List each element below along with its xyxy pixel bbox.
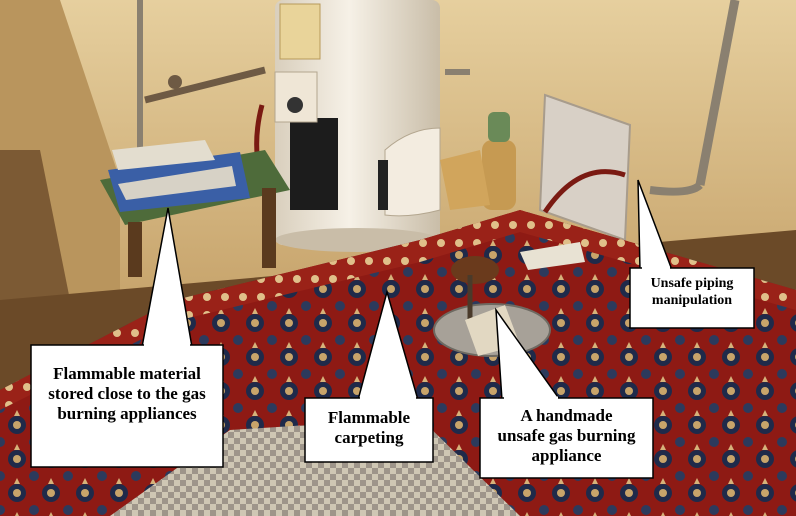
bag-stack [112,140,215,170]
paper-on-carpet [520,242,585,270]
thermostat-box [274,71,318,123]
burner-slot [378,160,388,210]
annotation-flammable-carpeting: Flammable carpeting [327,408,411,448]
wall-cover [538,93,632,242]
heater-label-sticker [279,3,321,60]
pipe-elbow [649,181,703,196]
gas-pipe-left [144,66,266,104]
thermostat-dial [287,97,303,113]
handmade-burner [451,256,499,284]
gas-cylinder [482,140,516,210]
cylinder-top [488,112,510,142]
callout-box-handmade-appliance [479,397,654,479]
heater-control-panel [290,118,338,210]
bag-label [118,166,236,200]
bench-leg [262,188,276,268]
burner-door [384,127,441,217]
callout-box-flammable-carpeting [304,397,434,463]
stored-sack [440,150,490,210]
red-hose-right [542,169,626,214]
annotation-flammable-material: Flammable material stored close to the g… [48,364,206,424]
left-doorway [0,150,70,320]
callout-box-unsafe-piping [629,267,755,329]
annotation-unsafe-piping: Unsafe piping manipulation [650,276,734,308]
pipe-valve [168,75,182,89]
bench-leg [128,222,142,277]
vertical-pipe-right [695,0,740,186]
annotation-handmade-appliance: A handmade unsafe gas burning appliance [497,406,636,466]
callout-box-flammable-material [30,344,224,468]
